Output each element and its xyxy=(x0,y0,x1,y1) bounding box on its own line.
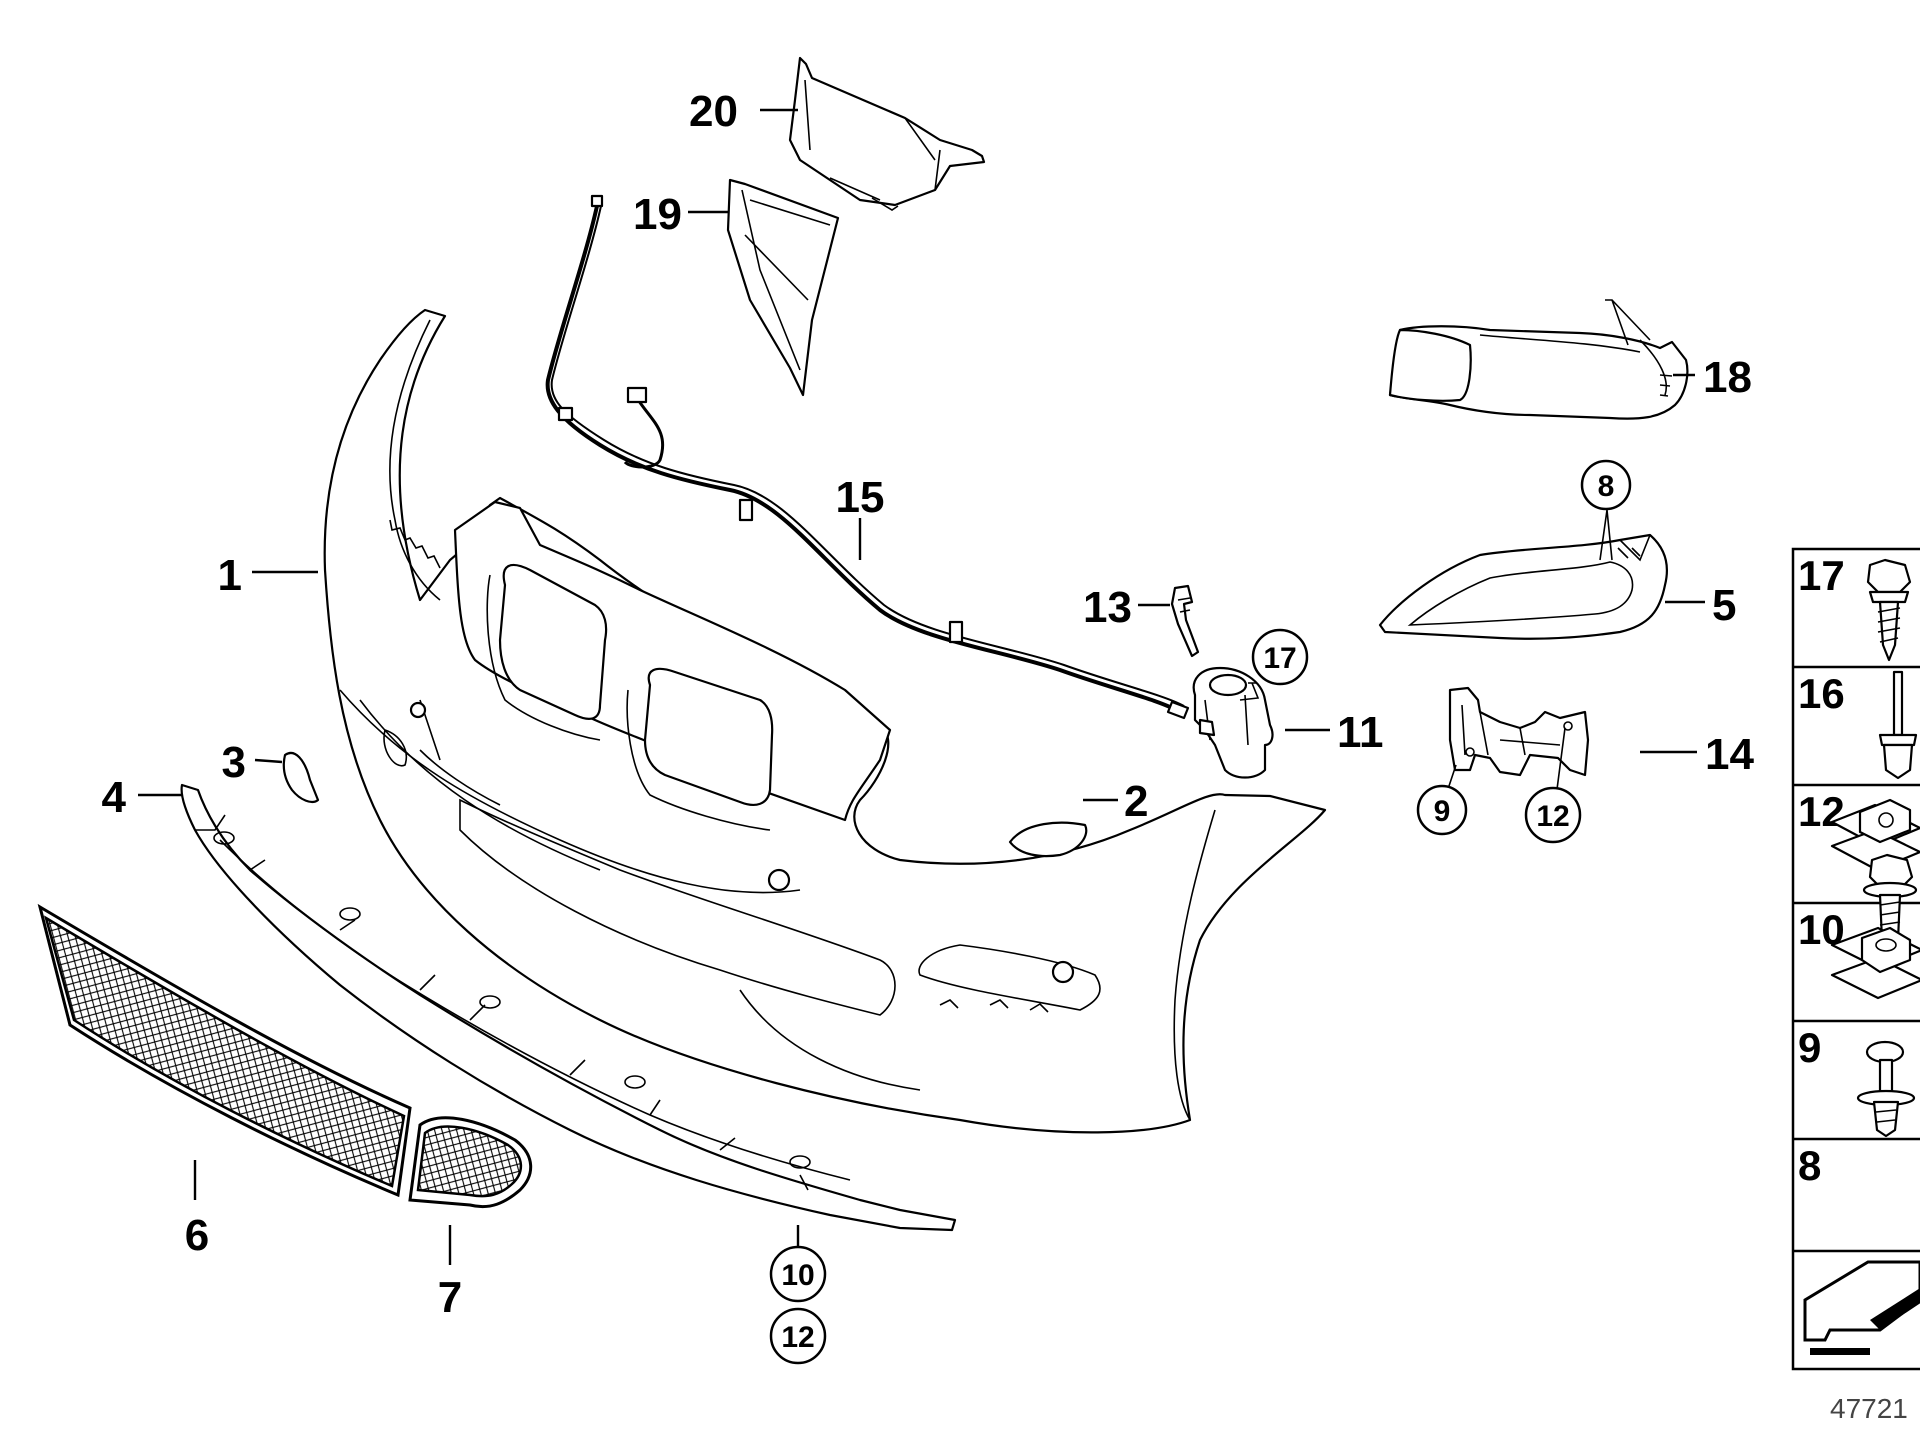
part-15-wiring-harness xyxy=(545,194,1190,720)
part-14-holder xyxy=(1448,686,1590,777)
circled-9: 9 xyxy=(1434,795,1451,828)
legend-label-9: 9 xyxy=(1798,1024,1821,1071)
callout-15: 15 xyxy=(836,473,885,522)
part-2-tow-hook-cover xyxy=(1008,821,1088,858)
legend-label-16: 16 xyxy=(1798,670,1845,717)
callout-20: 20 xyxy=(689,87,738,136)
callout-1: 1 xyxy=(218,551,242,600)
part-19-air-guide xyxy=(726,178,840,397)
callout-labels: 20 19 1 3 4 6 7 15 13 11 14 2 18 5 xyxy=(102,87,1755,1322)
part-3-cover xyxy=(282,752,320,804)
leader-lines xyxy=(138,108,1705,1265)
circled-12-bracket: 12 xyxy=(1536,800,1569,833)
circled-17: 17 xyxy=(1263,642,1296,675)
fastener-legend: 17 16 12 10 9 8 xyxy=(1791,547,1920,1371)
direction-arrow-icon xyxy=(1803,1260,1920,1355)
expanding-rivet-icon xyxy=(1856,1040,1916,1138)
legend-label-12: 12 xyxy=(1798,788,1845,835)
spring-nut-icon xyxy=(1830,926,1920,1000)
callout-19: 19 xyxy=(633,190,682,239)
legend-label-17: 17 xyxy=(1798,552,1845,599)
circled-12-strip: 12 xyxy=(781,1321,814,1354)
callout-7: 7 xyxy=(438,1273,462,1322)
legend-label-8: 8 xyxy=(1798,1142,1821,1189)
part-6-grille xyxy=(37,903,412,1198)
part-20-air-duct xyxy=(788,56,986,211)
callout-4: 4 xyxy=(102,773,127,822)
hex-screw-icon xyxy=(1866,558,1912,662)
part-11-bracket xyxy=(1192,666,1274,779)
callout-13: 13 xyxy=(1083,583,1132,632)
circled-8: 8 xyxy=(1598,470,1615,503)
callout-2: 2 xyxy=(1124,777,1148,826)
callout-5: 5 xyxy=(1712,581,1736,630)
part-5-lamp-trim xyxy=(1378,533,1668,640)
callout-11: 11 xyxy=(1337,708,1384,757)
part-1-bumper-panel xyxy=(323,308,1327,1134)
callout-14: 14 xyxy=(1705,730,1754,779)
part-7-small-grille xyxy=(408,1116,533,1209)
circled-callouts: 8 17 9 12 10 12 xyxy=(769,459,1632,1365)
part-18-air-duct xyxy=(1388,299,1689,420)
callout-6: 6 xyxy=(185,1211,209,1260)
rivet-icon xyxy=(1878,670,1918,780)
diagram-reference-number: 47721 xyxy=(1830,1393,1908,1424)
part-4-trim-strip xyxy=(180,783,957,1232)
callout-18: 18 xyxy=(1703,353,1752,402)
part-13-sensor xyxy=(1170,584,1200,658)
callout-3: 3 xyxy=(222,738,246,787)
circled-10: 10 xyxy=(781,1259,814,1292)
